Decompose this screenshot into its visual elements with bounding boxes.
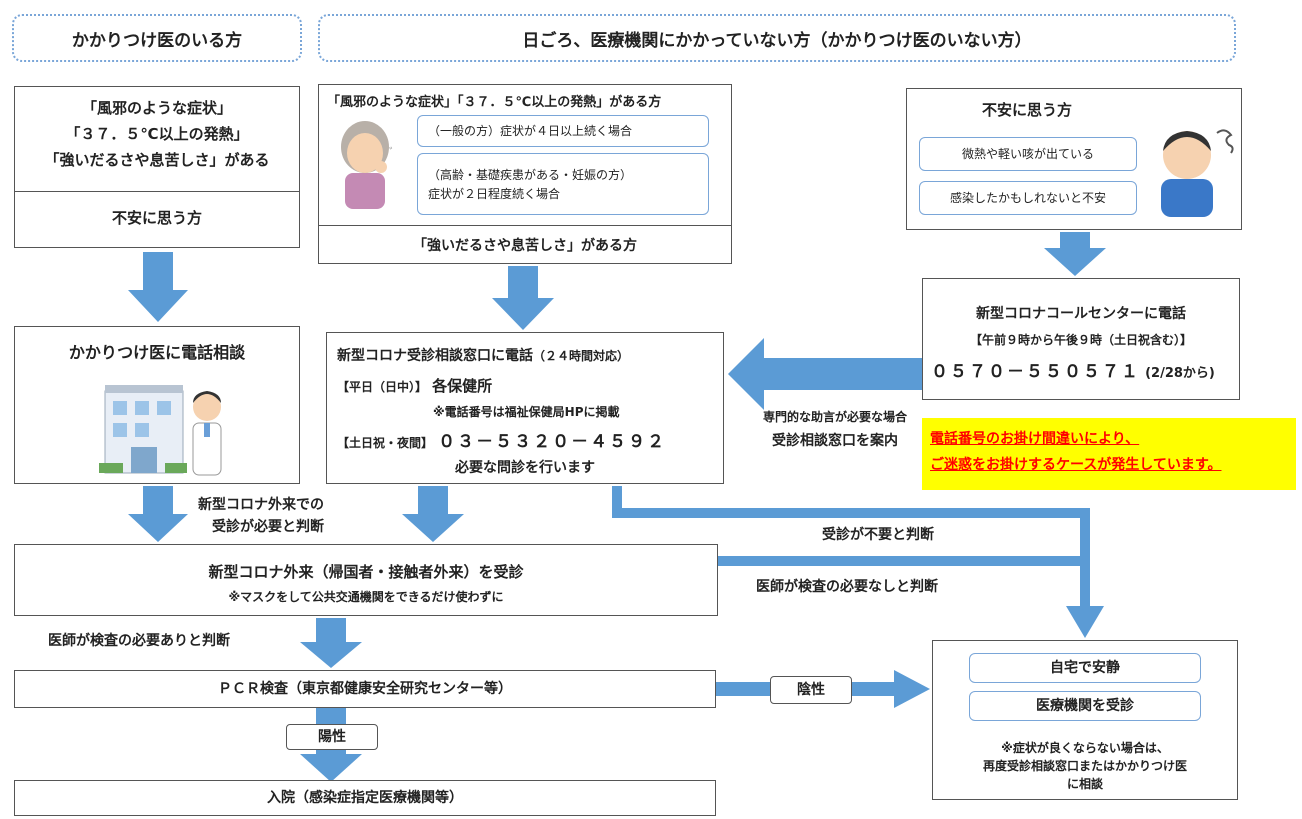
outpatient-box: 新型コロナ外来（帰国者・接触者外来）を受診 ※マスクをして公共交通機関をできるだ…	[14, 544, 718, 616]
result-note-3: に相談	[1066, 777, 1103, 791]
call-phone: ０５７０－５５０５７１	[931, 362, 1140, 382]
col3-item-1: 微熱や軽い咳が出ている	[919, 137, 1137, 171]
result-note: ※症状が良くならない場合は、 再度受診相談窓口またはかかりつけ医 に相談	[933, 739, 1237, 793]
col2-elderly-case: （高齢・基礎疾患がある・妊娠の方） 症状が２日程度続く場合	[417, 153, 709, 215]
arrow-col1-down	[128, 252, 188, 322]
outpatient-title: 新型コロナ外来（帰国者・接触者外来）を受診	[208, 563, 524, 581]
arrow-col2-down	[492, 266, 554, 330]
header-right-label: 日ごろ、医療機関にかかっていない方（かかりつけ医のいない方）	[522, 30, 1032, 51]
result-visit: 医療機関を受診	[969, 691, 1201, 721]
col3-anxious-title: 不安に思う方	[981, 101, 1072, 119]
consult-box: かかりつけ医に電話相談	[14, 326, 300, 484]
arrow-call-to-center	[728, 338, 922, 410]
pcr-title: ＰＣＲ検査（東京都健康安全研究センター等）	[218, 681, 512, 697]
header-right: 日ごろ、医療機関にかかっていない方（かかりつけ医のいない方）	[318, 14, 1236, 62]
warning-box: 電話番号のお掛け間違いにより、 ご迷惑をお掛けするケースが発生しています。	[922, 418, 1296, 490]
col2-strong: 「強いだるさや息苦しさ」がある方	[413, 238, 637, 254]
result-visit-label: 医療機関を受診	[1036, 698, 1134, 714]
arrow-outpatient-to-pcr	[300, 618, 362, 668]
col1-divider	[15, 191, 299, 192]
center-hours: （２４時間対応）	[533, 349, 630, 363]
positive-badge: 陽性	[286, 724, 378, 750]
col2-top-line: 「風邪のような症状」「３７．５℃以上の発熱」がある方	[327, 95, 662, 110]
col1-anxious: 不安に思う方	[111, 209, 202, 227]
header-left: かかりつけ医のいる方	[12, 14, 302, 62]
doctor-no-label: 医師が検査の必要なしと判断	[756, 579, 938, 595]
hospital-box: 入院（感染症指定医療機関等）	[14, 780, 716, 816]
mask-note: ※マスクをして公共交通機関をできるだけ使わずに	[228, 590, 504, 604]
col2-general-text: （一般の方）症状が４日以上続く場合	[428, 124, 633, 138]
result-home: 自宅で安静	[969, 653, 1201, 683]
arrow-consult-to-outpatient	[128, 486, 188, 542]
call-hours: 【午前９時から午後９時（土日祝含む）】	[969, 333, 1192, 347]
col2-elderly-line2: 症状が２日程度続く場合	[428, 187, 561, 201]
col3-item-1-text: 微熱や軽い咳が出ている	[961, 147, 1094, 161]
pcr-box: ＰＣＲ検査（東京都健康安全研究センター等）	[14, 670, 716, 708]
col1-symptoms-box: 「風邪のような症状」 「３７．５℃以上の発熱」 「強いだるさや息苦しさ」がある …	[14, 86, 300, 248]
need-line-2: 受診が必要と判断	[212, 519, 324, 535]
col1-symptom-2: 「３７．５℃以上の発熱」	[65, 125, 249, 143]
weekday-value: 各保健所	[432, 377, 493, 395]
col1-symptom-3: 「強いだるさや息苦しさ」がある	[44, 151, 270, 169]
consult-center-box: 新型コロナ受診相談窓口に電話（２４時間対応） 【平日（日中）】 各保健所 ※電話…	[326, 332, 724, 484]
col2-divider	[319, 225, 731, 226]
result-note-1: ※症状が良くならない場合は、	[1001, 741, 1169, 755]
weekend-phone: ０３－５３２０－４５９２	[438, 432, 667, 452]
doctor-yes-label: 医師が検査の必要ありと判断	[48, 633, 230, 649]
negative-badge: 陰性	[770, 676, 852, 704]
consult-title: かかりつけ医に電話相談	[68, 343, 246, 362]
col1-symptom-1: 「風邪のような症状」	[81, 99, 232, 117]
not-needed-label: 受診が不要と判断	[822, 527, 934, 543]
connector-doctor-no	[718, 556, 1080, 566]
result-home-label: 自宅で安静	[1050, 660, 1120, 676]
result-note-2: 再度受診相談窓口またはかかりつけ医	[982, 759, 1188, 773]
center-title: 新型コロナ受診相談窓口に電話	[337, 348, 533, 364]
result-box: 自宅で安静 医療機関を受診 ※症状が良くならない場合は、 再度受診相談窓口または…	[932, 640, 1238, 800]
elderly-coughing-icon: ﾞ	[341, 121, 395, 209]
weekday-label: 【平日（日中）】	[337, 380, 428, 394]
need-line-1: 新型コロナ外来での	[198, 497, 324, 513]
col3-item-2: 感染したかもしれないと不安	[919, 181, 1137, 215]
advice-line-2: 受診相談窓口を案内	[772, 433, 898, 449]
clinic-doctor-icon	[99, 385, 222, 476]
col2-symptoms-box: 「風邪のような症状」「３７．５℃以上の発熱」がある方 ﾞ （一般の方）症状が４日…	[318, 84, 732, 264]
col3-anxious-box: 不安に思う方 微熱や軽い咳が出ている 感染したかもしれないと不安	[906, 88, 1242, 230]
worried-man-icon	[1161, 129, 1234, 217]
call-title: 新型コロナコールセンターに電話	[976, 306, 1186, 322]
call-center-box: 新型コロナコールセンターに電話 【午前９時から午後９時（土日祝含む）】 ０５７０…	[922, 278, 1240, 400]
header-left-label: かかりつけ医のいる方	[71, 30, 243, 51]
advice-line-1: 専門的な助言が必要な場合	[762, 410, 907, 424]
warning-line-1: 電話番号のお掛け間違いにより、	[930, 431, 1140, 447]
warning-line-2: ご迷惑をお掛けするケースが発生しています。	[930, 457, 1222, 473]
call-since: (2/28から)	[1145, 366, 1215, 381]
hospital-title: 入院（感染症指定医療機関等）	[267, 790, 463, 806]
center-note: ※電話番号は福祉保健局HPに掲載	[433, 405, 620, 419]
need-label: 新型コロナ外来での 受診が必要と判断	[198, 494, 324, 538]
col3-item-2-text: 感染したかもしれないと不安	[949, 191, 1106, 205]
col2-elderly-line1: （高齢・基礎疾患がある・妊娠の方）	[428, 168, 633, 182]
svg-text:ﾞ: ﾞ	[389, 146, 395, 160]
arrow-center-to-outpatient	[402, 486, 464, 542]
center-interview: 必要な問診を行います	[455, 460, 595, 476]
col2-general-case: （一般の方）症状が４日以上続く場合	[417, 115, 709, 147]
weekend-label: 【土日祝・夜間】	[337, 436, 434, 450]
negative-label: 陰性	[797, 682, 825, 698]
connector-not-needed	[612, 486, 1104, 638]
arrow-col3-down	[1044, 232, 1106, 276]
positive-label: 陽性	[318, 729, 346, 745]
